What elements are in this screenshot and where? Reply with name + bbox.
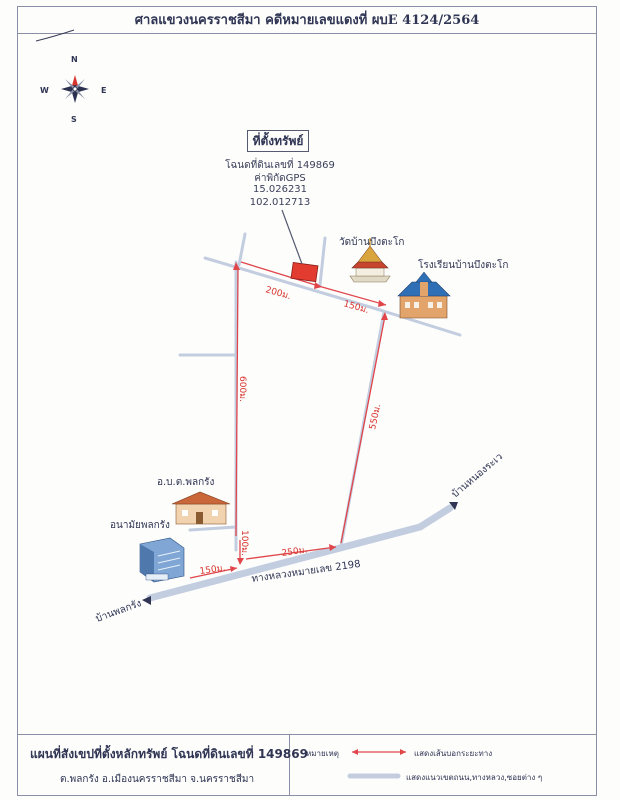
pen-mark <box>35 29 75 42</box>
legend-note: หมายเหตุ <box>306 749 339 758</box>
dist-150-top: 150ม. <box>342 299 370 316</box>
label-village-sw: บ้านพลกรัง <box>94 597 143 625</box>
page-title: ศาลแขวงนครราชสีมา คดีหมายเลขแดงที่ ผบE 4… <box>17 6 597 34</box>
compass-rose-icon <box>61 75 89 103</box>
footer-title: แผนที่สังเขปที่ตั้งหลักทรัพย์ โฉนดที่ดิน… <box>30 747 308 761</box>
dist-200: 200ม. <box>264 285 292 302</box>
dist-100: 100ม. <box>239 530 249 556</box>
label-temple: วัดบ้านบึงตะโก <box>339 235 404 248</box>
label-sao: อ.บ.ต.พลกรัง <box>157 477 215 488</box>
compass-e: E <box>101 86 106 95</box>
sao-building-icon <box>171 491 231 525</box>
temple-icon <box>349 238 391 283</box>
arrow-southwest-icon <box>142 596 151 605</box>
footer-divider <box>289 734 290 796</box>
school-icon <box>397 271 451 319</box>
label-village-ne: บ้านหนองระเว <box>449 451 505 501</box>
route-arrowheads <box>230 262 388 572</box>
property-pointer <box>281 209 303 265</box>
property-lat: 15.026231 <box>252 184 308 195</box>
label-health: อนามัยพลกรัง <box>110 520 170 531</box>
label-school: โรงเรียนบ้านบึงตะโก <box>418 258 508 271</box>
arrow-northeast-icon <box>449 502 458 510</box>
dist-250: 250ม. <box>281 545 308 559</box>
property-deed: โฉนดที่ดินเลขที่ 149869 <box>225 160 335 171</box>
property-lon: 102.012713 <box>249 197 311 208</box>
dist-550: 550ม. <box>368 403 383 430</box>
property-heading: ที่ตั้งทรัพย์ <box>247 130 309 152</box>
compass-s: S <box>71 115 77 124</box>
legend-arrow-desc: แสดงเส้นบอกระยะทาง <box>414 749 493 758</box>
legend-road-desc: แสดงแนวเขตถนน,ทางหลวง,ซอยต่าง ๆ <box>406 773 543 782</box>
health-centre-icon <box>139 537 185 583</box>
label-road: ทางหลวงหมายเลข 2198 <box>251 559 361 585</box>
property-parcel <box>290 261 319 283</box>
footer <box>17 734 597 796</box>
distance-routes <box>189 261 387 579</box>
compass-w: W <box>40 86 49 95</box>
compass-n: N <box>71 55 78 64</box>
property-gps-label: ค่าพิกัดGPS <box>254 173 306 184</box>
map-frame <box>17 6 597 796</box>
dist-150-bottom: 150ม. <box>199 563 226 577</box>
footer-subtitle: ต.พลกรัง อ.เมืองนครราชสีมา จ.นครราชสีมา <box>60 774 255 785</box>
dist-600: 600ม. <box>237 376 247 402</box>
